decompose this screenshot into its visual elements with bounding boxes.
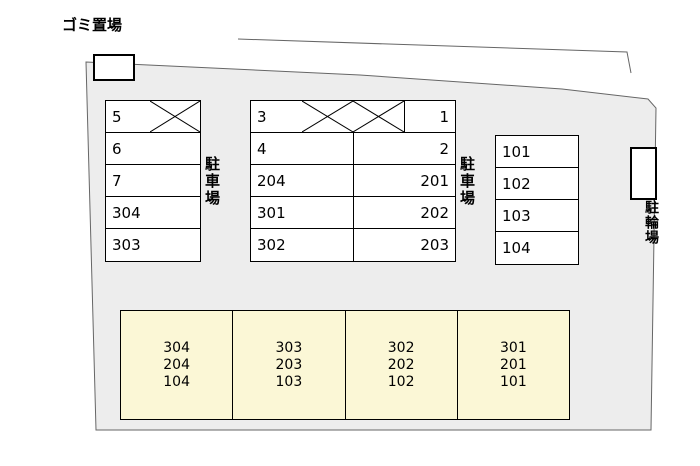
unit-number: 204 bbox=[163, 356, 190, 373]
right-parking-table: 101 102 103 104 bbox=[495, 135, 579, 265]
unit-number-stack: 303 203 103 bbox=[276, 340, 303, 391]
unit-number: 203 bbox=[275, 356, 303, 373]
cross-icon bbox=[150, 101, 200, 132]
space-number: 6 bbox=[112, 139, 122, 158]
parking-row: 102 bbox=[496, 168, 578, 200]
unit-number: 302 bbox=[387, 339, 415, 356]
parking-lot-label: 駐車場 bbox=[458, 156, 476, 207]
parking-row: 303 bbox=[106, 229, 200, 261]
crossed-out-cell bbox=[353, 101, 404, 132]
garbage-box bbox=[93, 54, 135, 81]
space-number: 3 bbox=[257, 107, 267, 126]
space-number: 303 bbox=[112, 236, 141, 254]
middle-parking-table: 3 1 4 2 204 201 301 202 30 bbox=[250, 100, 456, 262]
space-number: 104 bbox=[502, 239, 531, 257]
parking-row: 3 1 bbox=[251, 101, 455, 133]
unit-number-stack: 301 201 101 bbox=[500, 340, 527, 391]
space-number: 302 bbox=[257, 236, 286, 254]
space-number: 101 bbox=[502, 142, 531, 161]
space-number: 5 bbox=[112, 107, 122, 126]
building-unit: 303 203 103 bbox=[232, 311, 344, 419]
left-parking-table: 5 6 7 304 303 bbox=[105, 100, 201, 262]
unit-number: 304 bbox=[163, 339, 190, 356]
crossed-out-cell bbox=[150, 101, 200, 132]
unit-number: 104 bbox=[163, 373, 190, 390]
parking-row: 301 202 bbox=[251, 197, 455, 229]
unit-number: 101 bbox=[500, 373, 527, 390]
space-number: 304 bbox=[112, 203, 141, 222]
building-unit: 302 202 102 bbox=[344, 311, 457, 419]
parking-row: 101 bbox=[496, 136, 578, 168]
unit-number: 102 bbox=[387, 373, 415, 390]
space-number: 301 bbox=[257, 203, 286, 222]
apartment-building: 304 204 104 303 203 103 302 202 102 301 … bbox=[120, 310, 570, 420]
unit-number: 303 bbox=[275, 339, 303, 356]
space-number: 102 bbox=[502, 174, 531, 193]
parking-row: 6 bbox=[106, 133, 200, 165]
bicycle-parking-label: 駐輪場 bbox=[643, 200, 659, 245]
space-number: 103 bbox=[502, 206, 531, 225]
building-unit: 304 204 104 bbox=[121, 311, 232, 419]
space-number: 7 bbox=[112, 171, 122, 190]
parking-row: 104 bbox=[496, 232, 578, 264]
bicycle-parking-box bbox=[630, 147, 657, 200]
parking-row: 4 2 bbox=[251, 133, 455, 165]
building-unit: 301 201 101 bbox=[456, 311, 569, 419]
unit-number-stack: 302 202 102 bbox=[388, 340, 415, 391]
unit-number: 202 bbox=[387, 356, 415, 373]
unit-number: 301 bbox=[500, 339, 527, 356]
crossed-out-cell bbox=[302, 101, 353, 132]
parking-row: 103 bbox=[496, 200, 578, 232]
cross-icon bbox=[353, 101, 404, 132]
unit-number: 103 bbox=[275, 373, 303, 390]
space-number: 2 bbox=[353, 133, 455, 164]
space-number: 204 bbox=[257, 171, 286, 190]
space-number: 201 bbox=[353, 165, 455, 196]
unit-number-stack: 304 204 104 bbox=[163, 340, 190, 391]
space-number: 202 bbox=[353, 197, 455, 228]
parking-row: 204 201 bbox=[251, 165, 455, 197]
parking-row: 5 bbox=[106, 101, 200, 133]
parking-row: 302 203 bbox=[251, 229, 455, 261]
space-number: 203 bbox=[353, 229, 455, 261]
parking-row: 304 bbox=[106, 197, 200, 229]
parking-lot-label: 駐車場 bbox=[203, 156, 221, 207]
parking-row: 7 bbox=[106, 165, 200, 197]
space-number: 1 bbox=[404, 101, 455, 132]
garbage-area-label: ゴミ置場 bbox=[62, 16, 123, 34]
road-edge-line bbox=[237, 38, 632, 74]
space-number: 4 bbox=[257, 139, 267, 158]
unit-number: 201 bbox=[500, 356, 527, 373]
cross-icon bbox=[302, 101, 353, 132]
